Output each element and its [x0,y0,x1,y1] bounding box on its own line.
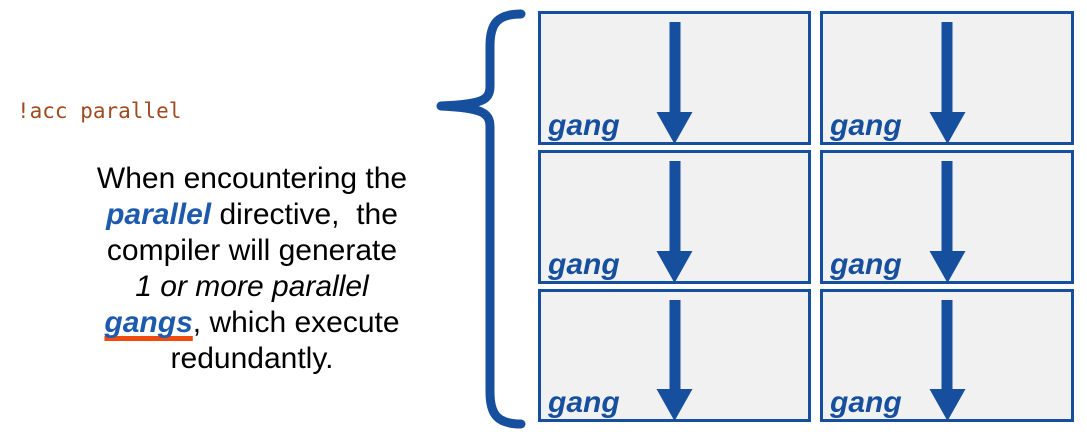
gang-label: gang [830,109,902,142]
description-line: redundantly. [42,341,462,377]
gang-box: gang [538,289,811,422]
arrow-shaft [941,300,953,389]
arrow-head [656,251,693,283]
description-line: compiler will generate [42,233,462,269]
gang-label: gang [830,248,902,281]
gang-box: gang [538,11,811,145]
gang-label: gang [830,386,902,419]
down-arrow-icon [656,22,693,144]
arrow-head [929,251,965,283]
down-arrow-icon [929,161,966,283]
arrow-head [929,389,965,421]
text-run: When encountering the [96,162,408,195]
gang-grid: gang gang gang gang gang gang [538,11,1074,422]
emphasized-text-run: 1 or more parallel [135,270,369,303]
gang-label: gang [548,386,620,419]
text-run: redundantly. [170,342,334,375]
arrow-shaft [669,161,680,251]
down-arrow-icon [929,300,966,421]
emphasized-text-run: gangs [104,306,193,339]
arrow-shaft [669,22,680,112]
gang-box: gang [820,289,1074,422]
arrow-shaft [941,161,953,251]
gang-label: gang [548,248,620,281]
gang-label: gang [548,109,620,142]
gang-box: gang [538,150,811,284]
arrow-head [656,112,693,144]
text-run: directive, the [211,198,398,231]
description-line: When encountering the [42,161,462,197]
emphasized-text-run: parallel [106,198,212,231]
description-line: parallel directive, the [42,197,462,233]
down-arrow-icon [656,161,693,283]
arrow-shaft [669,300,680,389]
down-arrow-icon [929,22,966,144]
arrow-head [929,112,965,144]
description-line: gangs, which execute [42,305,462,341]
text-run: , which execute [192,306,400,339]
arrow-head [656,389,693,421]
arrow-shaft [941,22,953,112]
description-line: 1 or more parallel [42,269,462,305]
gang-box: gang [820,150,1074,284]
acc-parallel-code-label: !acc parallel [17,99,182,123]
down-arrow-icon [656,300,693,421]
text-run: compiler will generate [106,234,398,267]
gang-box: gang [820,11,1074,145]
